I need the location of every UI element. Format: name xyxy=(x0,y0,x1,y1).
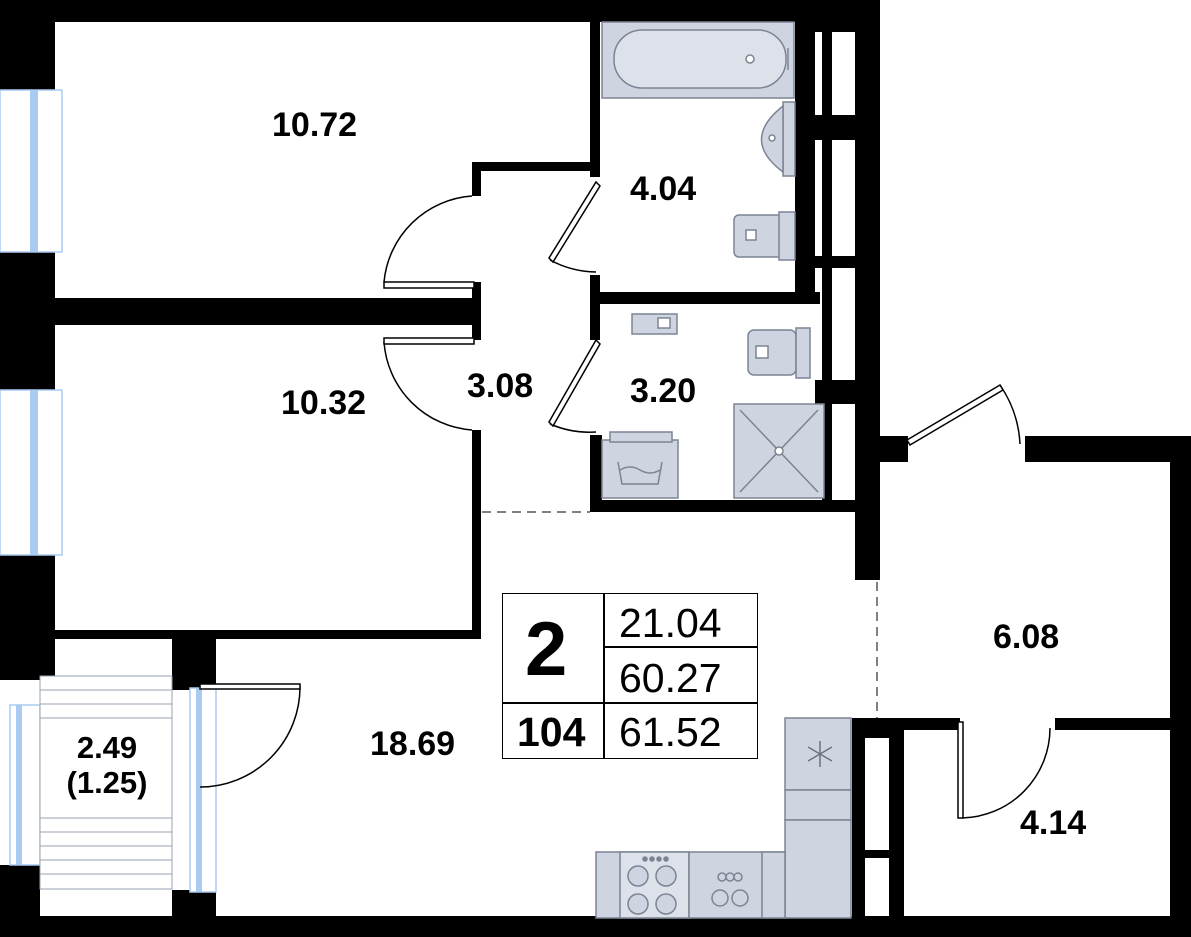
room-area-bedroom-top: 10.72 xyxy=(272,106,358,144)
room-area-bathroom: 4.04 xyxy=(630,170,697,208)
fridge-icon xyxy=(784,717,852,919)
room-area-shower-room: 3.20 xyxy=(630,372,697,410)
room-area-hall: 3.08 xyxy=(467,367,534,405)
room-area-balcony: 2.49 (1.25) xyxy=(48,730,166,800)
room-area-storage: 4.14 xyxy=(1020,804,1087,842)
total-area-with-balcony: 61.52 xyxy=(619,709,722,755)
living-area: 21.04 xyxy=(619,600,722,646)
room-area-living-kitchen: 18.69 xyxy=(370,725,456,763)
apartment-number: 104 xyxy=(517,709,586,755)
total-area: 60.27 xyxy=(619,655,722,701)
balcony-area: 2.49 xyxy=(76,730,138,765)
room-area-entrance: 6.08 xyxy=(993,618,1060,656)
washing-machine-icon xyxy=(601,431,679,499)
shower-tray-icon xyxy=(733,403,825,499)
sink-icon xyxy=(760,101,796,177)
toilet-icon xyxy=(747,327,811,379)
sink-icon xyxy=(631,313,678,335)
toilet-icon xyxy=(733,211,796,261)
snowflake-icon xyxy=(807,741,833,767)
doors xyxy=(199,180,1051,819)
room-count: 2 xyxy=(525,607,568,692)
balcony-floor xyxy=(39,675,173,890)
room-area-bedroom-bottom: 10.32 xyxy=(281,384,367,422)
balcony-area-reduced: (1.25) xyxy=(66,764,148,800)
bathtub-icon xyxy=(601,21,795,99)
apartment-summary-box: 2 104 21.04 60.27 61.52 xyxy=(502,593,758,759)
stove-icon xyxy=(595,851,690,919)
windows xyxy=(0,89,217,893)
